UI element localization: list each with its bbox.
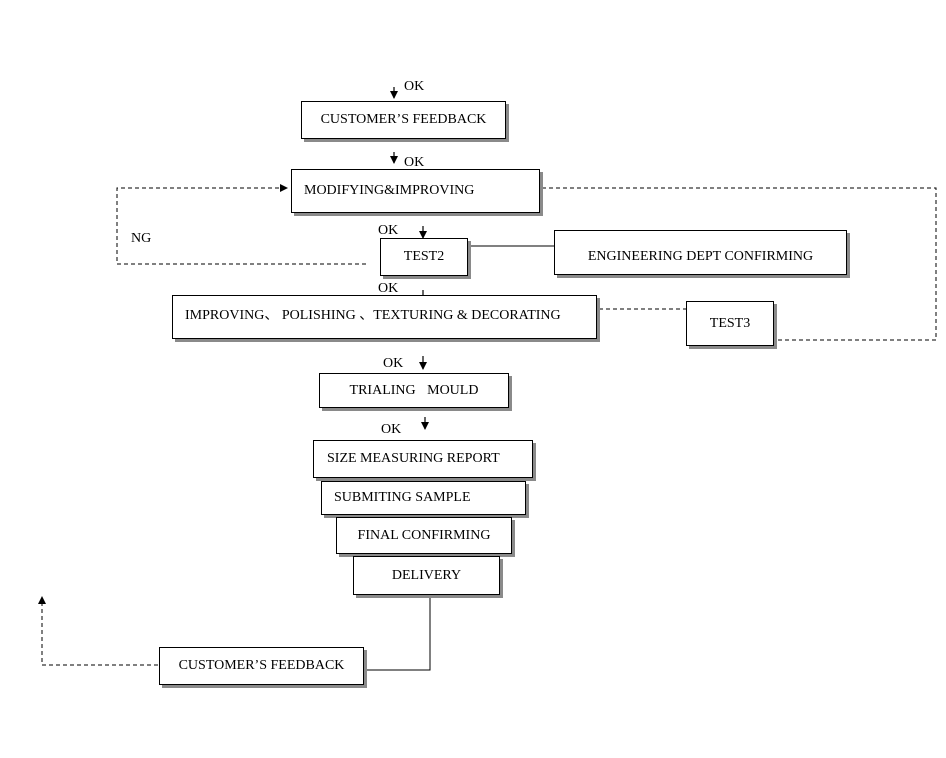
delivery-text: DELIVERY (391, 567, 462, 583)
customer-feedback-box: CUSTOMER’S FEEDBACK (301, 101, 506, 139)
trialing-mould-text: TRIALING MOULD (349, 382, 479, 398)
submiting-sample-box: SUBMITING SAMPLE (321, 481, 526, 515)
trialing-mould-box: TRIALING MOULD (319, 373, 509, 408)
modifying-improving-text: MODIFYING&IMPROVING (304, 183, 475, 198)
final-confirming-text: FINAL CONFIRMING (357, 527, 491, 543)
feedback-return-dashed (38, 596, 158, 666)
engineering-confirming-box: ENGINEERING DEPT CONFIRMING (554, 230, 847, 275)
ok-label: OK (378, 223, 399, 238)
test2-text: TEST2 (403, 249, 445, 264)
ng-loop-dashed (116, 184, 366, 265)
size-measuring-report-box: SIZE MEASURING REPORT (313, 440, 533, 478)
submiting-sample-text: SUBMITING SAMPLE (334, 490, 471, 505)
delivery-to-feedback-link (366, 596, 431, 671)
test2-box: TEST2 (380, 238, 468, 276)
final-confirming-box: FINAL CONFIRMING (336, 517, 512, 554)
customer-feedback-bottom-box: CUSTOMER’S FEEDBACK (159, 647, 364, 685)
right-loop-dashed (542, 187, 937, 341)
test3-box: TEST3 (686, 301, 774, 346)
ok-label: OK (381, 422, 402, 437)
improving-polishing-box: IMPROVING、 POLISHING 、TEXTURING & DECORA… (172, 295, 597, 339)
customer-feedback-text: CUSTOMER’S FEEDBACK (320, 112, 487, 127)
ok-label: OK (378, 281, 399, 296)
ok-label: OK (404, 155, 425, 170)
size-measuring-report-text: SIZE MEASURING REPORT (327, 451, 500, 466)
modifying-improving-box: MODIFYING&IMPROVING (291, 169, 540, 213)
engineering-confirming-text: ENGINEERING DEPT CONFIRMING (587, 249, 814, 264)
improving-polishing-text: IMPROVING、 POLISHING 、TEXTURING & DECORA… (185, 308, 561, 323)
test3-text: TEST3 (709, 315, 751, 331)
ok-label: OK (404, 79, 425, 94)
ng-label: NG (131, 231, 152, 246)
customer-feedback-bottom-text: CUSTOMER’S FEEDBACK (178, 658, 345, 673)
delivery-box: DELIVERY (353, 556, 500, 595)
ok-label: OK (383, 356, 404, 371)
